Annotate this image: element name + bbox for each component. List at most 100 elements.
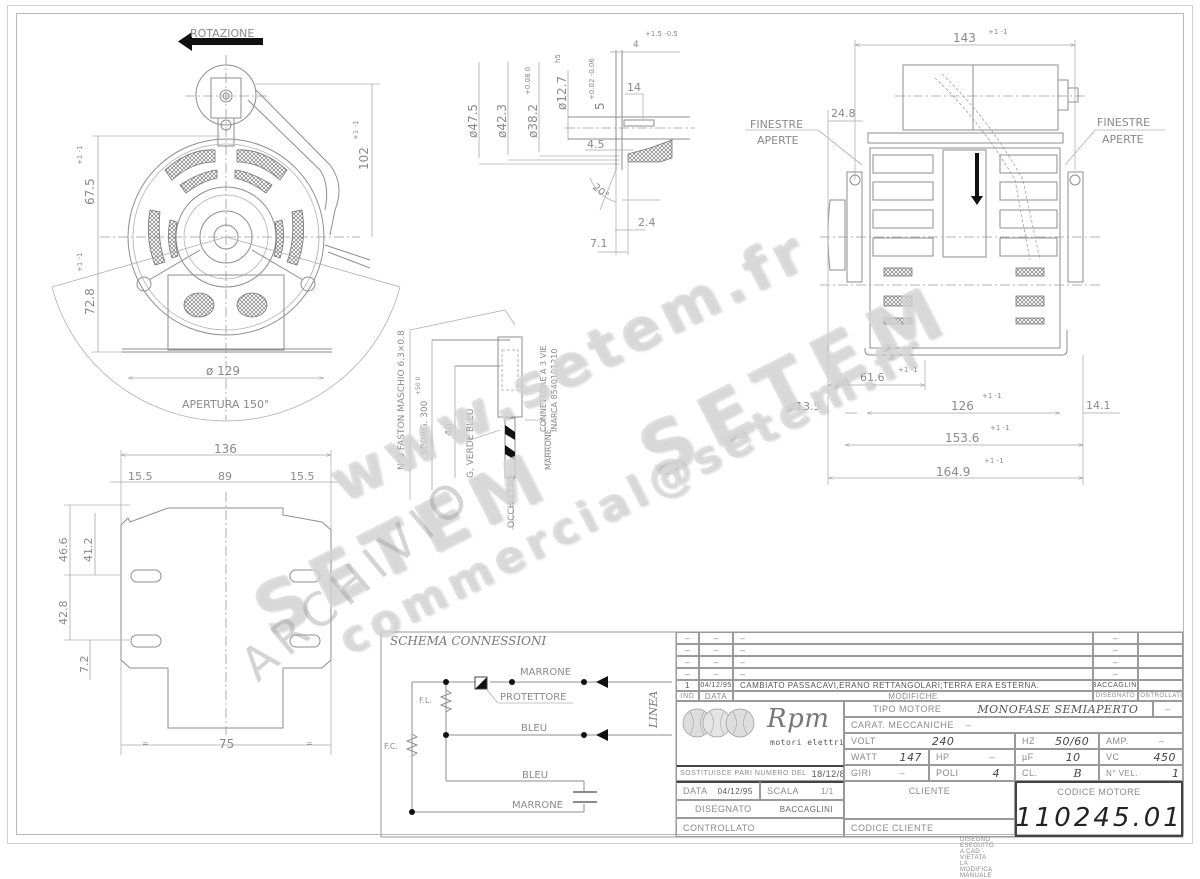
rev-header-disegnato: DISEGNATO <box>1093 691 1138 701</box>
rev-ctrl <box>1138 656 1183 668</box>
amp-value: – <box>1158 736 1165 746</box>
dim-164-9: 164.9 <box>936 465 970 479</box>
dim-15-5-left: 15.5 <box>128 470 153 483</box>
rev-mod: – <box>733 632 1093 644</box>
dim-d47-5: ø47.5 <box>466 104 480 138</box>
windows-right-label-2: APERTE <box>1102 133 1144 146</box>
dim-153-6-tol: +1 -1 <box>990 424 1010 432</box>
dim-15-5-right: 15.5 <box>290 470 315 483</box>
dim-89: 89 <box>218 470 232 483</box>
dim-143-tol: +1 -1 <box>988 28 1008 36</box>
dim-164-9-tol: +1 -1 <box>984 457 1004 465</box>
cl-label: CL. <box>1022 768 1038 778</box>
vc-value: 450 <box>1153 750 1177 764</box>
schema-bleu-low: BLEU <box>522 770 548 781</box>
dim-67-5-tol: +1 -1 <box>76 145 84 165</box>
rotation-label: ROTAZIONE <box>190 27 254 40</box>
drawing-inner-frame <box>16 13 1184 835</box>
dim-2-4: 2.4 <box>638 216 656 229</box>
vel-cell: N° VEL. 1 <box>1099 765 1183 781</box>
rev-ind: 1 <box>676 680 699 691</box>
giri-label: GIRI <box>851 768 872 778</box>
codice-motore-label: CODICE MOTORE <box>1057 787 1141 797</box>
dim-diameter-129: ø 129 <box>206 364 240 378</box>
dim-4-5: 4.5 <box>587 138 605 151</box>
rotation-arrow-icon <box>178 32 263 51</box>
volt-cell: VOLT 240 <box>844 733 1015 749</box>
hp-cell: HP – <box>929 749 1015 765</box>
dim-41-2: 41.2 <box>82 538 95 563</box>
watt-label: WATT <box>851 752 878 762</box>
codice-cliente-label: CODICE CLIENTE <box>851 823 934 833</box>
data-value: 04/12/95 <box>717 786 753 796</box>
volt-value: 240 <box>931 734 955 748</box>
schema-title: SCHEMA CONNESSIONI <box>390 634 546 648</box>
dim-75: 75 <box>219 737 234 751</box>
schema-marrone-top: MARRONE <box>520 667 571 678</box>
hp-label: HP <box>936 752 950 762</box>
giri-cell: GIRI – <box>844 765 929 781</box>
rev-mod: – <box>733 656 1093 668</box>
amp-cell: AMP. – <box>1099 733 1183 749</box>
cable-faston-label: N°3 FASTON MASCHIO 6.3×0.8 <box>397 330 407 470</box>
rev-header-ind: IND <box>676 691 699 701</box>
scala-value: 1/1 <box>821 786 834 796</box>
giri-value: – <box>899 768 906 778</box>
rev-data: – <box>699 656 733 668</box>
rev-dis: – <box>1093 632 1138 644</box>
carat-row: CARAT. MECCANICHE – <box>844 717 1183 733</box>
rev-header-data: DATA <box>699 691 733 701</box>
schema-marrone-low: MARRONE <box>512 800 563 811</box>
base-plate <box>64 450 340 755</box>
rev-dis: – <box>1093 656 1138 668</box>
cable-occhietto-label: OCCHIETTO <box>507 475 517 528</box>
poli-label: POLI <box>936 768 959 778</box>
uf-label: µF <box>1022 752 1034 762</box>
wiring-schematic <box>405 676 672 815</box>
schema-linea: LINEA <box>647 691 660 729</box>
dim-126-tol: +1 -1 <box>982 392 1002 400</box>
dim-143: 143 <box>953 31 976 45</box>
dim-7-2: 7.2 <box>78 656 91 674</box>
cable-bleu-label: BLEU <box>466 409 476 432</box>
controllato-label: CONTROLLATO <box>683 822 756 833</box>
dim-61-6-tol: +1 -1 <box>898 366 918 374</box>
tipo-motore-value: MONOFASE SEMIAPERTO <box>977 702 1139 716</box>
cable-gv-label: G. VERDE <box>466 434 476 478</box>
vc-cell: VC 450 <box>1099 749 1183 765</box>
dim-72-8: 72.8 <box>83 288 97 315</box>
connector-label-1: CONNETTORE A 3 VIE <box>539 345 548 432</box>
dim-eq-right: = <box>306 739 313 748</box>
dim-136: 136 <box>214 442 237 456</box>
sostituisce-value: 18/12/84 <box>811 768 843 779</box>
hz-label: HZ <box>1022 736 1035 746</box>
rev-ind: – <box>676 644 699 656</box>
rev-dis: – <box>1093 668 1138 680</box>
rev-ctrl <box>1138 644 1183 656</box>
technical-drawing: ROTAZIONE <box>51 27 1184 838</box>
rev-data: – <box>699 668 733 680</box>
dim-eq-left: = <box>142 739 149 748</box>
rev-data: 04/12/95 <box>699 680 733 691</box>
tipo-extra: – <box>1153 701 1183 717</box>
rpm-logo-icon <box>682 708 755 738</box>
cl-value: B <box>1073 766 1083 780</box>
dim-top-4: 4 <box>633 40 639 50</box>
disegnato-value: BACCAGLINI <box>779 804 834 814</box>
disegnato-label: DISEGNATO <box>695 804 752 814</box>
windows-left-label-2: APERTE <box>757 134 799 147</box>
connector-label-2: INARCA 8540101210 <box>550 349 559 432</box>
cliente-cell: CLIENTE <box>844 781 1015 819</box>
rev-data: – <box>699 644 733 656</box>
sostituisce-cell: SOSTITUISCE PARI NUMERO DEL 18/12/84 <box>676 765 844 781</box>
windows-right-label-1: FINESTRE <box>1097 116 1150 129</box>
hz-cell: HZ 50/60 <box>1015 733 1099 749</box>
dim-top-4-tol: +1.5 -0.5 <box>645 30 678 38</box>
rev-dis: – <box>1093 644 1138 656</box>
rev-ind: – <box>676 656 699 668</box>
cable-sporg-label: SPORG. 300 <box>420 400 430 455</box>
rev-ctrl <box>1138 632 1183 644</box>
cliente-label: CLIENTE <box>908 786 951 796</box>
uf-cell: µF 10 <box>1015 749 1099 765</box>
dim-102: 102 <box>357 147 371 170</box>
